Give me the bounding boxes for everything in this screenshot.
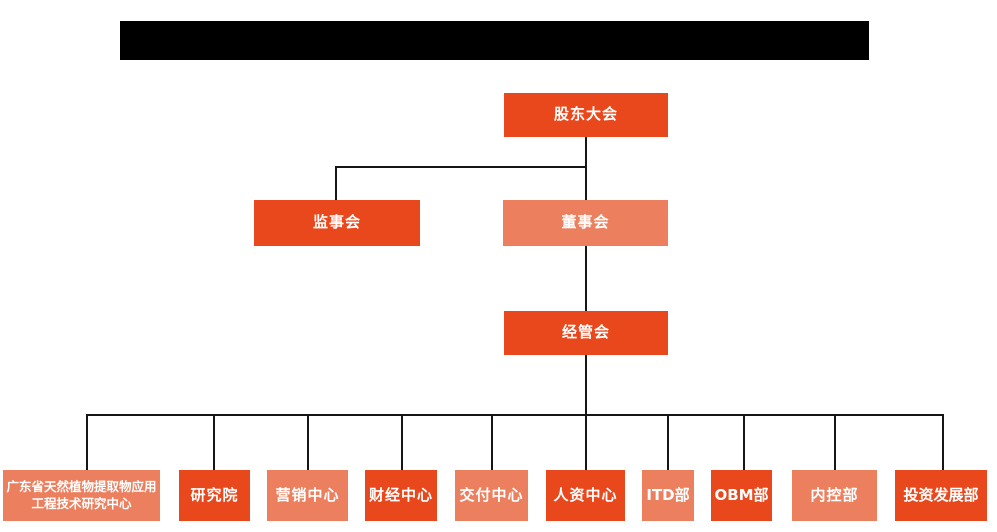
org-node-shareholders-meeting: 股东大会 — [504, 93, 668, 137]
connector-line — [335, 166, 337, 200]
connector-line — [834, 414, 836, 470]
org-node-management-committee: 经管会 — [504, 311, 668, 355]
connector-line — [401, 414, 403, 470]
connector-line — [307, 414, 309, 470]
connector-line — [585, 355, 587, 470]
org-node-hr-center: 人资中心 — [546, 470, 625, 521]
connector-line — [491, 414, 493, 470]
org-node-obm-dept: OBM部 — [711, 470, 772, 521]
connector-line — [667, 414, 669, 470]
org-node-marketing-center: 营销中心 — [267, 470, 348, 521]
connector-line — [942, 414, 944, 470]
org-node-research-institute: 研究院 — [179, 470, 250, 521]
redacted-title-bar — [120, 21, 869, 60]
connector-line — [585, 246, 587, 311]
connector-bus-line — [86, 414, 944, 416]
connector-line — [585, 137, 587, 200]
org-node-delivery-center: 交付中心 — [455, 470, 528, 521]
connector-line — [86, 414, 88, 470]
org-node-board-of-directors: 董事会 — [503, 200, 668, 246]
connector-line — [335, 166, 587, 168]
org-node-internal-control-dept: 内控部 — [792, 470, 877, 521]
org-node-finance-center: 财经中心 — [365, 470, 437, 521]
org-node-supervisory-board: 监事会 — [254, 200, 420, 246]
connector-line — [743, 414, 745, 470]
connector-line — [213, 414, 215, 470]
org-node-investment-development-dept: 投资发展部 — [895, 470, 987, 521]
org-node-research-center: 广东省天然植物提取物应用工程技术研究中心 — [3, 470, 160, 521]
org-node-itd-dept: ITD部 — [642, 470, 694, 521]
